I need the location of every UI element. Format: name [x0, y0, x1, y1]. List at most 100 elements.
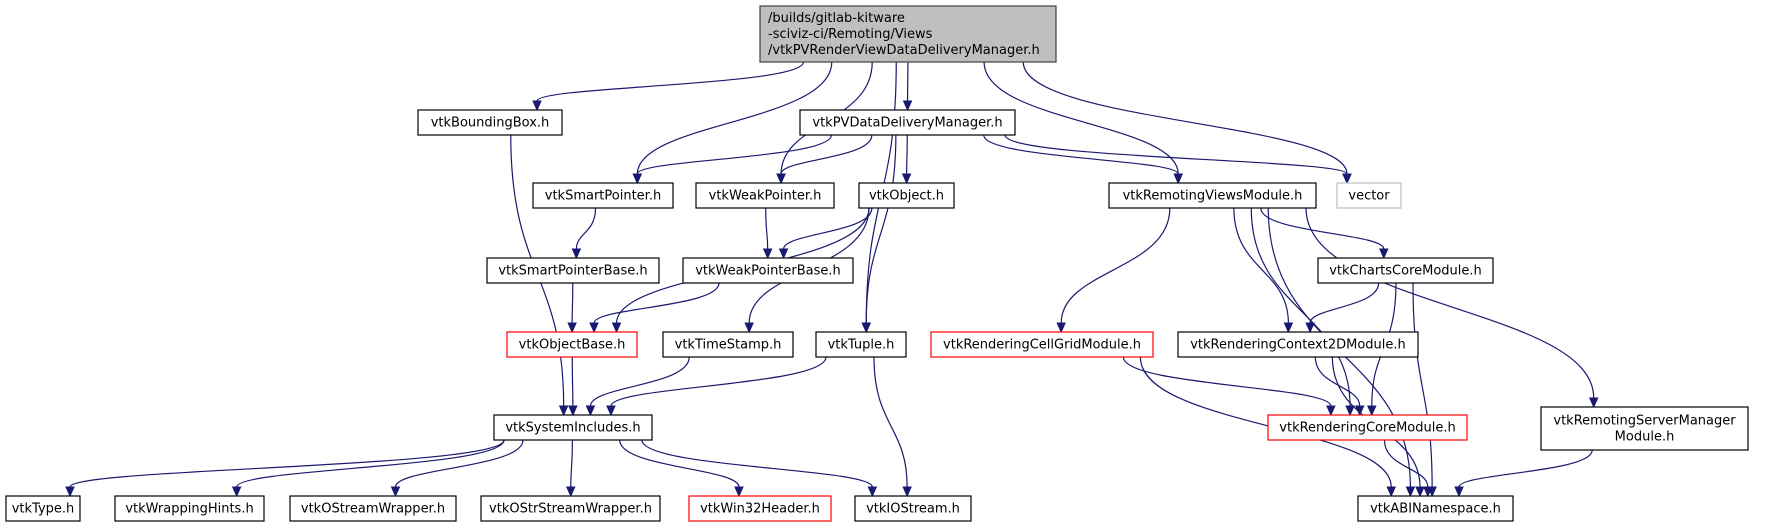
node-label: vtkSmartPointerBase.h [498, 264, 647, 279]
edge-timestamp-to-sysincl [585, 356, 690, 417]
arrowhead [861, 322, 872, 334]
node-label: vtkSmartPointer.h [545, 189, 661, 204]
node-context2d[interactable]: vtkRenderingContext2DModule.h [1177, 331, 1419, 358]
edge-rsmmodule-to-abins [1454, 449, 1593, 498]
node-weakptrbase[interactable]: vtkWeakPointerBase.h [682, 257, 854, 284]
node-ostrstreamwrap[interactable]: vtkOStrStreamWrapper.h [480, 495, 661, 522]
node-box [695, 182, 835, 209]
node-box [858, 182, 955, 209]
node-cellgrid[interactable]: vtkRenderingCellGridModule.h [930, 331, 1154, 358]
edge-pvddm-to-object [901, 134, 912, 185]
arrowhead [1379, 248, 1389, 260]
edge-weakptr-to-weakptrbase [762, 207, 773, 260]
arrowhead [1423, 486, 1433, 498]
arrowhead [1305, 322, 1315, 334]
node-rvmodule[interactable]: vtkRemotingViewsModule.h [1108, 182, 1317, 209]
edge-cellgrid-to-rendcore [1122, 356, 1336, 417]
node-box [682, 257, 854, 284]
node-ostreamwrap[interactable]: vtkOStreamWrapper.h [289, 495, 457, 522]
node-box [289, 495, 457, 522]
node-bbox[interactable]: vtkBoundingBox.h [417, 109, 563, 136]
edge-root-to-vector [1022, 61, 1352, 185]
node-label: vtkObjectBase.h [519, 338, 626, 353]
arrowhead [1415, 486, 1425, 498]
arrowhead [1173, 173, 1183, 185]
node-label: vtkRemotingViewsModule.h [1123, 189, 1303, 204]
arrowhead [734, 486, 744, 498]
node-label: vtkOStrStreamWrapper.h [489, 502, 652, 517]
node-timestamp[interactable]: vtkTimeStamp.h [662, 331, 794, 358]
node-pvddm[interactable]: vtkPVDataDeliveryManager.h [799, 109, 1016, 136]
arrowhead [611, 322, 622, 334]
node-label: vtkRenderingCellGridModule.h [943, 338, 1141, 353]
edge-rendcore-to-abins [1383, 439, 1433, 498]
node-weakptr[interactable]: vtkWeakPointer.h [695, 182, 835, 209]
edge-context2d-to-rendcore [1314, 356, 1365, 417]
node-type[interactable]: vtkType.h [5, 495, 81, 522]
node-object[interactable]: vtkObject.h [858, 182, 955, 209]
arrowhead [901, 173, 912, 185]
node-label: /builds/gitlab-kitware [768, 11, 905, 26]
arrowhead [1354, 405, 1365, 417]
arrowhead [902, 100, 913, 112]
node-label: vtkIOStream.h [866, 502, 960, 517]
node-label: vector [1348, 189, 1390, 204]
node-label: vtkChartsCoreModule.h [1329, 264, 1482, 279]
edge-pvddm-to-tuple [861, 134, 897, 334]
node-box [417, 109, 563, 136]
edge-tuple-to-sysincl [606, 356, 827, 417]
node-label: vtkWeakPointer.h [709, 189, 822, 204]
edge-rvmodule-to-cellgrid [1056, 207, 1171, 334]
node-sysincl[interactable]: vtkSystemIncludes.h [493, 414, 653, 441]
edge-pvddm-to-smartptr [632, 134, 832, 185]
edge-pvddm-to-weakptr [776, 134, 873, 185]
node-objectbase[interactable]: vtkObjectBase.h [506, 331, 638, 358]
node-label: -sciviz-ci/Remoting/Views [768, 27, 933, 42]
edge-sysincl-to-wraphints [231, 439, 505, 498]
node-label: vtkSystemIncludes.h [505, 421, 640, 436]
arrowhead [1283, 322, 1294, 334]
node-box [480, 495, 661, 522]
node-box [759, 5, 1057, 63]
node-label: vtkWin32Header.h [700, 502, 820, 517]
arrowhead [744, 322, 754, 334]
node-box [532, 182, 674, 209]
node-box [815, 331, 907, 358]
node-win32[interactable]: vtkWin32Header.h [688, 495, 832, 522]
arrowhead [1367, 405, 1377, 417]
node-box [1357, 495, 1514, 522]
edge-rvmodule-to-rendcore [1250, 207, 1355, 417]
node-label: vtkWrappingHints.h [125, 502, 253, 517]
node-iostream[interactable]: vtkIOStream.h [854, 495, 972, 522]
node-wraphints[interactable]: vtkWrappingHints.h [114, 495, 265, 522]
node-smartptr[interactable]: vtkSmartPointer.h [532, 182, 674, 209]
edge-chartscore-to-context2d [1305, 282, 1380, 334]
arrowhead [1342, 173, 1352, 185]
node-label: vtkTimeStamp.h [675, 338, 782, 353]
edge-rvmodule-to-rsmmodule [1305, 207, 1599, 409]
node-label: vtkWeakPointerBase.h [695, 264, 841, 279]
node-vector[interactable]: vector [1336, 182, 1402, 209]
node-root[interactable]: /builds/gitlab-kitware-sciviz-ci/Remotin… [759, 5, 1057, 63]
arrowhead [1056, 322, 1066, 334]
node-smartptrbase[interactable]: vtkSmartPointerBase.h [486, 257, 660, 284]
edge-smartptrbase-to-objectbase [567, 282, 577, 334]
edge-pvddm-to-rvmodule [983, 134, 1183, 185]
arrowhead [567, 322, 577, 334]
node-box [854, 495, 972, 522]
node-box [5, 495, 81, 522]
arrowhead [1454, 486, 1464, 498]
arrowhead [1405, 486, 1416, 498]
node-box [506, 331, 638, 358]
node-abins[interactable]: vtkABINamespace.h [1357, 495, 1514, 522]
node-chartscore[interactable]: vtkChartsCoreModule.h [1317, 257, 1494, 284]
node-label: vtkType.h [12, 502, 75, 517]
node-label: vtkObject.h [869, 189, 944, 204]
arrowhead [390, 486, 401, 498]
node-rendcore[interactable]: vtkRenderingCoreModule.h [1267, 414, 1468, 441]
node-box [799, 109, 1016, 136]
edge-cellgrid-to-abins [1139, 356, 1397, 498]
node-tuple[interactable]: vtkTuple.h [815, 331, 907, 358]
